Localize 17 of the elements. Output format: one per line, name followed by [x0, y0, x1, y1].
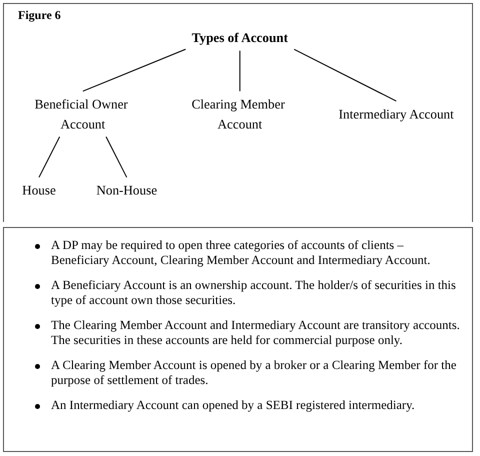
note-text: A Clearing Member Account is opened by a broker or a Clearing Member for the purpose of settlement of trades.: [51, 358, 458, 388]
account-type-label: Non-House: [96, 182, 158, 198]
figure-number: Figure 6: [18, 8, 61, 23]
tree-line: [106, 136, 128, 178]
account-type-label: Intermediary Account: [338, 106, 454, 122]
account-type-label: House: [22, 182, 56, 198]
tree-line: [82, 48, 186, 92]
note-text: The Clearing Member Account and Intermediary Account are transitory accounts. The securities in these accounts are held for commercial purpose only.: [51, 318, 461, 348]
note-text: A Beneficiary Account is an ownership account. The holder/s of securities in this type of account own those securities.: [51, 278, 457, 308]
tree-root-label: Types of Account: [192, 30, 288, 46]
account-type-label: Beneficial Owner Account: [34, 96, 128, 132]
tree-line: [239, 50, 240, 92]
account-type-label: Clearing Member Account: [192, 96, 285, 132]
note-text: An Intermediary Account can opened by a SEBI registered intermediary.: [51, 398, 416, 413]
note-text: A DP may be required to open three categories of accounts of clients – Beneficiary Account, Clearing Member Account and Intermediary Account.: [51, 238, 432, 268]
tree-line: [294, 48, 396, 102]
tree-line: [38, 136, 60, 178]
